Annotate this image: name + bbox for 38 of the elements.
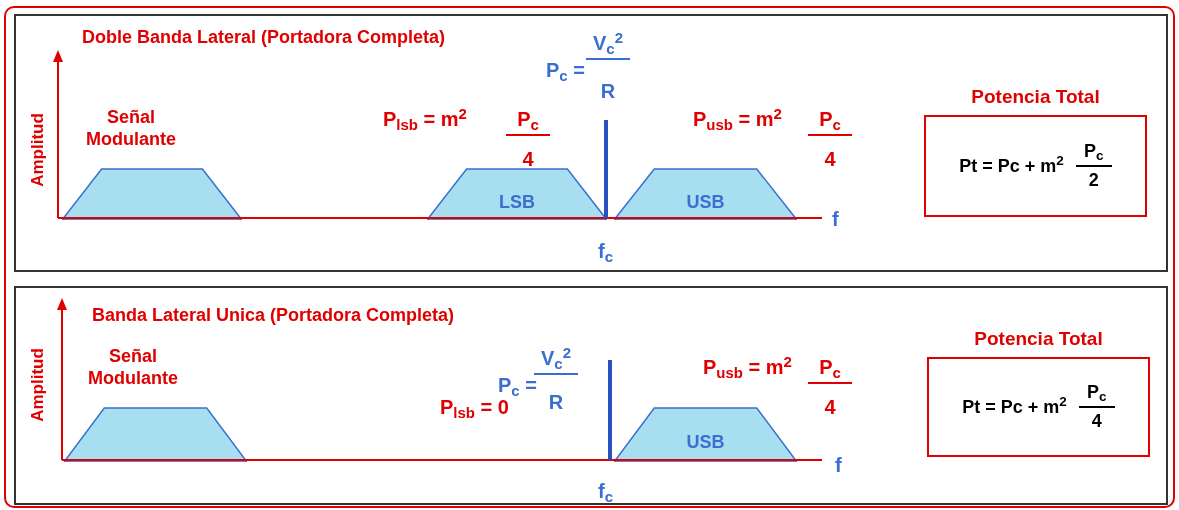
formula: Pt = Pc + m$^{2}$ bbox=[962, 393, 1067, 419]
fraction-numerator: P$_{c}$ bbox=[506, 104, 550, 136]
fraction-denominator: 4 bbox=[823, 395, 837, 420]
signal-label: Señal Modulante bbox=[85, 106, 177, 150]
formula-label: f bbox=[835, 453, 842, 478]
axis-label: Amplitud bbox=[27, 113, 49, 187]
sideband-label: USB bbox=[686, 190, 725, 214]
formula-label: f$_{c}$ bbox=[598, 479, 613, 506]
formula-label: P$_{lsb}$ = m$^{2}$ bbox=[383, 104, 467, 134]
formula-label: f$_{c}$ bbox=[598, 239, 613, 266]
fraction-numerator: P$_{c}$ bbox=[1075, 138, 1112, 167]
panel-title: Doble Banda Lateral (Portadora Completa) bbox=[82, 26, 446, 49]
fraction-denominator: 4 bbox=[1090, 410, 1103, 433]
signal-label: Señal Modulante bbox=[87, 345, 179, 389]
box-heading: Potencia Total bbox=[971, 85, 1100, 109]
fraction-denominator: R bbox=[547, 390, 565, 415]
axis-label: Amplitud bbox=[27, 348, 49, 422]
sideband-shape bbox=[427, 168, 607, 220]
box-heading: Potencia Total bbox=[974, 327, 1103, 351]
fraction-denominator: R bbox=[599, 79, 617, 104]
sideband-label: LSB bbox=[499, 190, 535, 214]
formula-label: P$_{c}$ = bbox=[546, 58, 585, 85]
fraction-denominator: 2 bbox=[1087, 169, 1100, 192]
fraction-numerator: P$_{c}$ bbox=[808, 352, 852, 384]
formula-label: f bbox=[832, 207, 839, 232]
formula: Pt = Pc + m$^{2}$ bbox=[959, 152, 1064, 178]
fraction-numerator: P$_{c}$ bbox=[808, 104, 852, 136]
fraction-denominator: 4 bbox=[823, 147, 837, 172]
panel bbox=[14, 286, 1168, 505]
formula-label: P$_{usb}$ = m$^{2}$ bbox=[693, 104, 782, 134]
panel bbox=[14, 14, 1168, 272]
sideband-shape bbox=[614, 407, 797, 462]
sideband-shape bbox=[614, 168, 797, 220]
formula-label: P$_{usb}$ = m$^{2}$ bbox=[703, 352, 792, 382]
fraction-denominator: 4 bbox=[521, 147, 535, 172]
sideband-label: USB bbox=[686, 431, 725, 454]
panel-title: Banda Lateral Unica (Portadora Completa) bbox=[92, 304, 455, 327]
fraction-numerator: P$_{c}$ bbox=[1078, 379, 1115, 408]
